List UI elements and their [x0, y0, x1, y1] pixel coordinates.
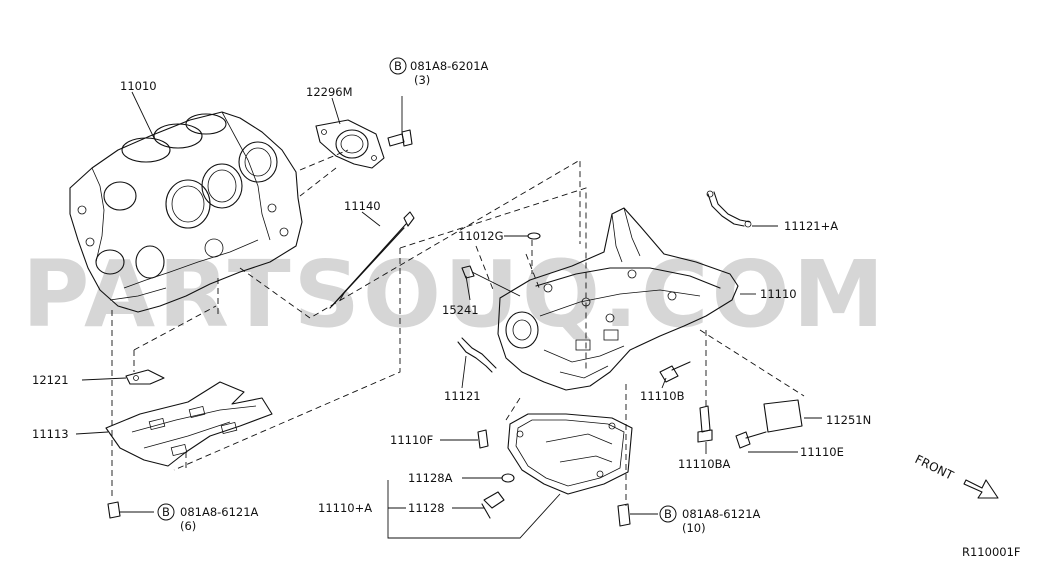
bolt-marker-top-letter: B: [394, 59, 402, 73]
plug-11012g[interactable]: [527, 232, 541, 240]
label-11113: 11113: [32, 427, 69, 441]
oil-level-gauge[interactable]: [329, 211, 415, 309]
label-11140: 11140: [344, 199, 381, 213]
diagram-code: R110001F: [962, 545, 1021, 559]
label-11128: 11128: [408, 501, 445, 515]
dashed-assembly-lines: [111, 149, 805, 506]
label-11010: 11010: [120, 79, 157, 93]
label-bolt-left-qty: (6): [180, 519, 196, 533]
label-11110a: 11110+A: [318, 501, 372, 515]
label-11012g: 11012G: [458, 229, 504, 243]
label-11128a: 11128A: [408, 471, 453, 485]
baffle-plate[interactable]: [105, 381, 273, 467]
front-arrow-icon: [963, 479, 999, 499]
label-11110: 11110: [760, 287, 797, 301]
leader-lines: [75, 91, 822, 539]
label-bolt-top-qty: (3): [414, 73, 430, 87]
label-11121a: 11121+A: [784, 219, 838, 233]
label-11110b: 11110B: [640, 389, 685, 403]
bolt-11110e[interactable]: [735, 431, 767, 449]
bracket-11121a[interactable]: [706, 190, 752, 228]
label-12296m: 12296M: [306, 85, 353, 99]
watermark: PARTSOUQ.COM: [22, 241, 887, 348]
rear-oil-seal-retainer[interactable]: [315, 119, 385, 169]
bolt-marker-right: [659, 505, 677, 523]
label-11110f: 11110F: [390, 433, 433, 447]
label-11110ba: 11110BA: [678, 457, 730, 471]
label-bolt-right-qty: (10): [682, 521, 706, 535]
drain-plug[interactable]: [481, 491, 505, 519]
front-arrow: FRONT: [913, 452, 999, 499]
label-11110e: 11110E: [800, 445, 844, 459]
drain-washer[interactable]: [501, 473, 515, 483]
label-bolt-left: 081A8-6121A: [180, 505, 259, 519]
label-bolt-top: 081A8-6201A: [410, 59, 489, 73]
bolt-11110f[interactable]: [477, 429, 489, 449]
front-label: FRONT: [913, 452, 957, 483]
bolt-marker-right-letter: B: [664, 507, 672, 521]
sensor-12121[interactable]: [125, 369, 165, 385]
bolt-11110ba[interactable]: [697, 405, 713, 443]
cylinder-block[interactable]: [69, 111, 303, 313]
label-11121: 11121: [444, 389, 481, 403]
label-11251n: 11251N: [826, 413, 871, 427]
oil-pan-upper[interactable]: [497, 207, 739, 391]
oil-pan-lower[interactable]: [507, 413, 633, 495]
label-12121: 12121: [32, 373, 69, 387]
bolt-left[interactable]: [107, 501, 121, 519]
label-bolt-right: 081A8-6121A: [682, 507, 761, 521]
bolt-marker-left: [157, 503, 175, 521]
bolt-top[interactable]: [387, 129, 413, 147]
bolt-marker-left-letter: B: [162, 505, 170, 519]
bolt-11110b[interactable]: [659, 361, 691, 383]
oil-pressure-switch[interactable]: [461, 265, 521, 297]
bolt-right[interactable]: [617, 503, 631, 527]
gasket-11251n[interactable]: [763, 399, 803, 433]
bolt-marker-top: [389, 57, 407, 75]
bracket-11121[interactable]: [457, 337, 497, 373]
label-15241: 15241: [442, 303, 479, 317]
